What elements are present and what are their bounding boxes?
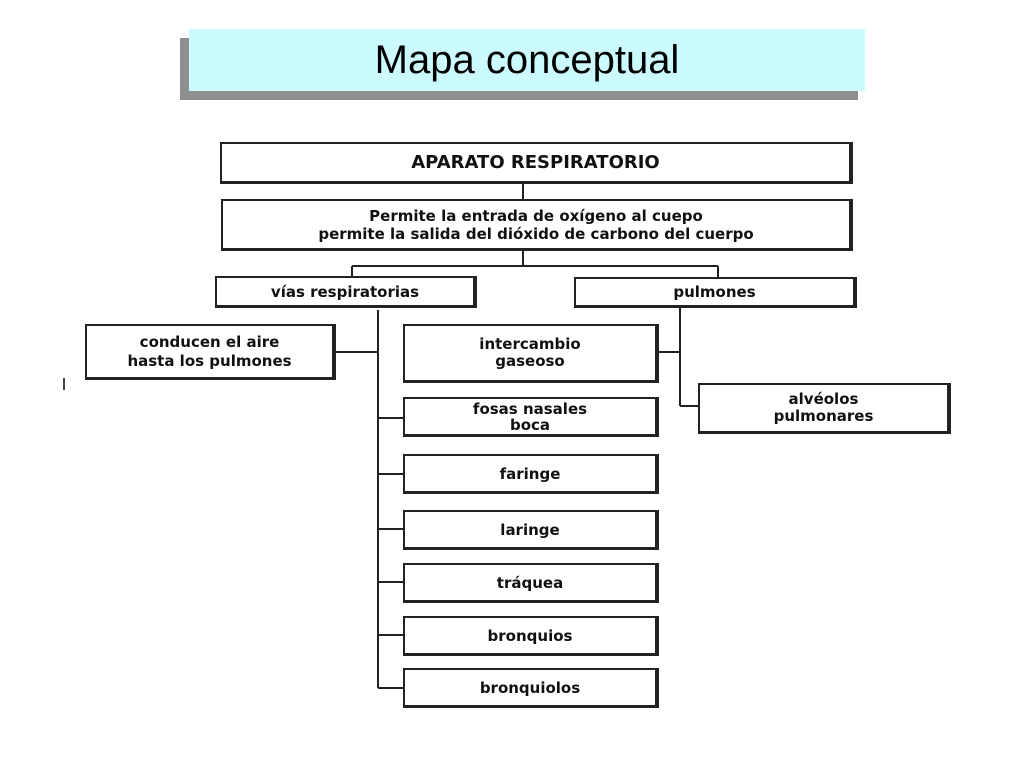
node-alveolos-pulmonares: alvéolos pulmonares [698, 383, 951, 434]
node-root: APARATO RESPIRATORIO [220, 142, 853, 184]
node-part-fosas-nasales: fosas nasales boca [403, 397, 659, 437]
node-part-faringe: faringe [403, 454, 659, 494]
node-part-traquea: tráquea [403, 563, 659, 603]
node-vias-description: conducen el aire hasta los pulmones [85, 324, 336, 380]
page-title: Mapa conceptual [189, 29, 865, 91]
node-pulmones: pulmones [574, 277, 857, 308]
node-part-bronquiolos: bronquiolos [403, 668, 659, 708]
node-part-bronquios: bronquios [403, 616, 659, 656]
node-intercambio-gaseoso: intercambio gaseoso [403, 324, 659, 383]
node-part-laringe: laringe [403, 510, 659, 550]
node-vias-respiratorias: vías respiratorias [215, 276, 477, 308]
node-function: Permite la entrada de oxígeno al cuepo p… [221, 199, 853, 251]
